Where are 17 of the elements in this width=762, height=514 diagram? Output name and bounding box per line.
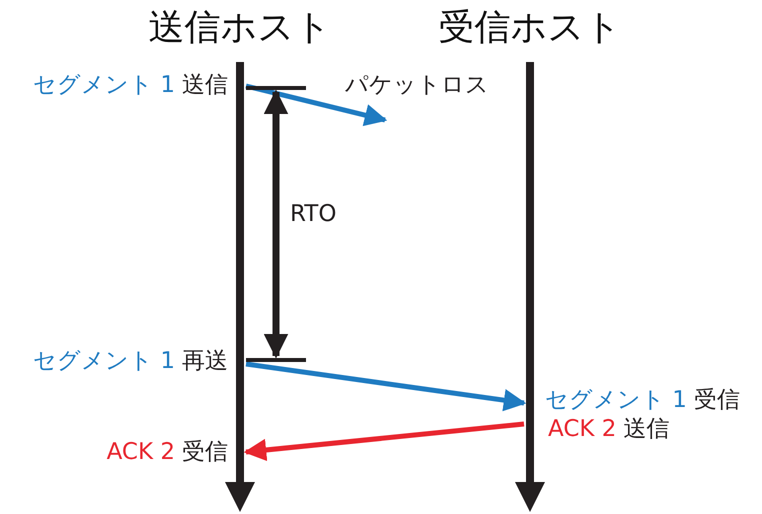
host-label: 送信ホスト <box>148 6 332 50</box>
event-label: パケットロス <box>345 71 489 99</box>
message-label: セグメント 1 <box>33 347 175 375</box>
action-label: 再送 <box>182 347 228 375</box>
action-label: 受信 <box>694 386 740 414</box>
arrow <box>244 422 524 462</box>
arrow <box>246 362 526 412</box>
host-label: 受信ホスト <box>438 6 622 50</box>
action-label: 受信 <box>182 438 228 466</box>
action-label: 送信 <box>623 415 670 443</box>
message-label: ACK 2 <box>548 415 616 443</box>
timer-label: RTO <box>290 200 336 228</box>
action-label: 送信 <box>182 71 228 99</box>
message-label: セグメント 1 <box>33 71 175 99</box>
message-label: セグメント 1 <box>545 386 687 414</box>
message-label: ACK 2 <box>106 438 175 466</box>
arrow <box>245 84 388 126</box>
